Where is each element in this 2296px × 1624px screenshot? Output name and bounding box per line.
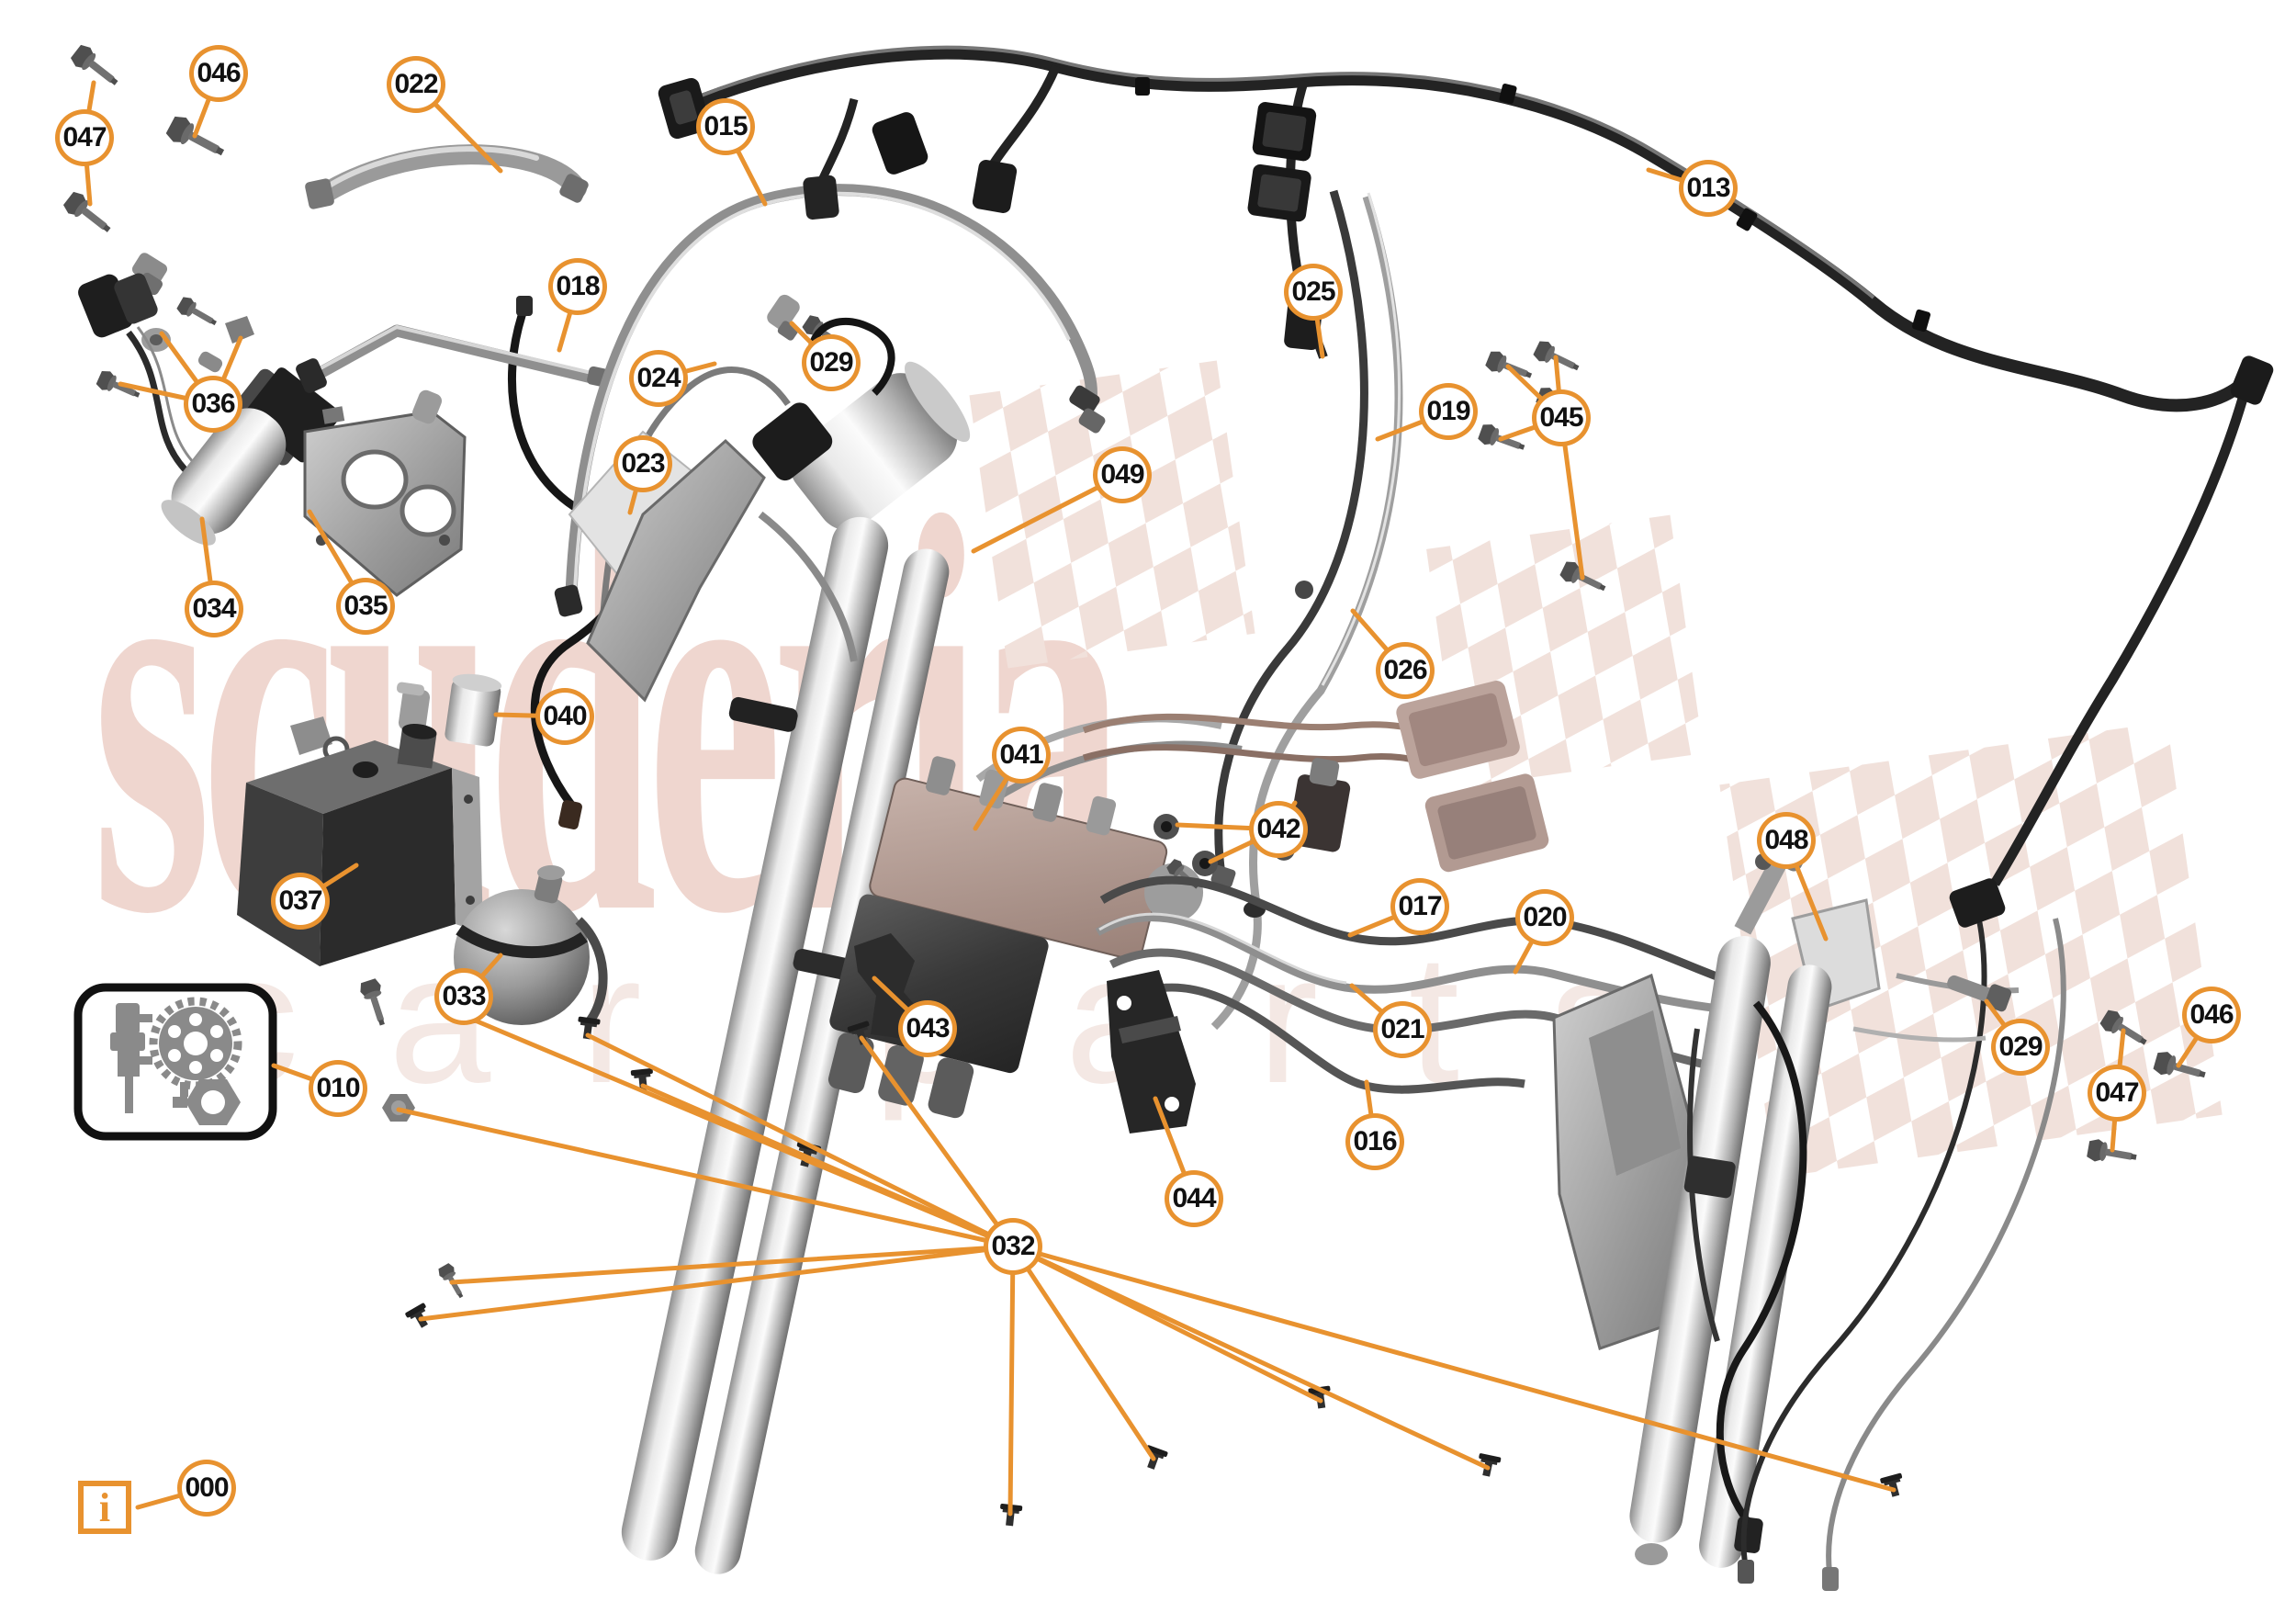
callout-021[interactable]: 021 (1373, 1001, 1432, 1058)
info-legend-box[interactable]: i (78, 1481, 131, 1534)
callout-048[interactable]: 048 (1757, 812, 1816, 869)
parts-kit-legend-box[interactable] (73, 983, 277, 1141)
callout-018[interactable]: 018 (548, 258, 607, 315)
callout-045[interactable]: 045 (1532, 389, 1591, 446)
leader-line-032 (449, 1244, 1016, 1285)
callout-033[interactable]: 033 (434, 968, 493, 1025)
reservoir-assembly (237, 673, 502, 1029)
wiring-harness (658, 45, 2274, 886)
callout-041[interactable]: 041 (992, 727, 1051, 784)
callout-019[interactable]: 019 (1419, 383, 1478, 440)
callout-049[interactable]: 049 (1093, 446, 1152, 503)
callout-042[interactable]: 042 (1249, 801, 1308, 858)
steering-column-assembly (568, 317, 971, 1574)
callout-036[interactable]: 036 (184, 376, 242, 433)
callout-025[interactable]: 025 (1284, 264, 1343, 321)
callout-010[interactable]: 010 (309, 1060, 367, 1117)
leader-line-032 (1010, 1244, 1896, 1493)
callout-023[interactable]: 023 (613, 435, 672, 492)
leader-line-032 (396, 1107, 1016, 1249)
short-pipe (296, 324, 609, 393)
callout-047b[interactable]: 047 (2088, 1065, 2146, 1122)
callout-035[interactable]: 035 (336, 578, 395, 635)
callout-013[interactable]: 013 (1679, 160, 1738, 217)
callout-046b[interactable]: 046 (2182, 987, 2241, 1043)
callout-037[interactable]: 037 (271, 873, 330, 930)
callout-000[interactable]: 000 (177, 1460, 236, 1517)
callout-016[interactable]: 016 (1345, 1113, 1404, 1170)
leader-line-032 (804, 1157, 1016, 1249)
callout-020[interactable]: 020 (1515, 889, 1574, 946)
callout-043[interactable]: 043 (898, 1000, 957, 1057)
leader-line-032 (418, 1244, 1016, 1322)
spark-plug-gear-nut-kit-icon (110, 997, 242, 1125)
callout-026[interactable]: 026 (1376, 642, 1435, 699)
callout-029b[interactable]: 029 (1991, 1019, 2050, 1076)
callout-034[interactable]: 034 (185, 581, 243, 637)
leader-line-032 (1010, 1244, 1491, 1471)
callout-017[interactable]: 017 (1390, 878, 1449, 935)
hose-part (305, 144, 589, 209)
info-icon: i (99, 1485, 110, 1530)
cables-bottom-right (1738, 878, 2209, 1591)
callout-015[interactable]: 015 (696, 98, 755, 155)
leader-line-032 (1007, 1244, 1016, 1517)
leader-line-032 (1010, 1244, 1156, 1461)
callout-022[interactable]: 022 (387, 56, 445, 113)
callout-047[interactable]: 047 (55, 109, 114, 166)
callout-032[interactable]: 032 (984, 1218, 1042, 1275)
callout-046[interactable]: 046 (189, 45, 248, 102)
callout-024[interactable]: 024 (629, 350, 688, 407)
leader-line-032 (859, 1035, 1016, 1249)
leader-line-032 (585, 1032, 1016, 1249)
callout-040[interactable]: 040 (535, 688, 594, 745)
pump-motor (78, 273, 342, 546)
callout-029[interactable]: 029 (802, 334, 861, 391)
mount-bracket-plate (303, 389, 467, 597)
callout-044[interactable]: 044 (1165, 1170, 1223, 1227)
actuator-assembly (1552, 832, 1881, 1568)
